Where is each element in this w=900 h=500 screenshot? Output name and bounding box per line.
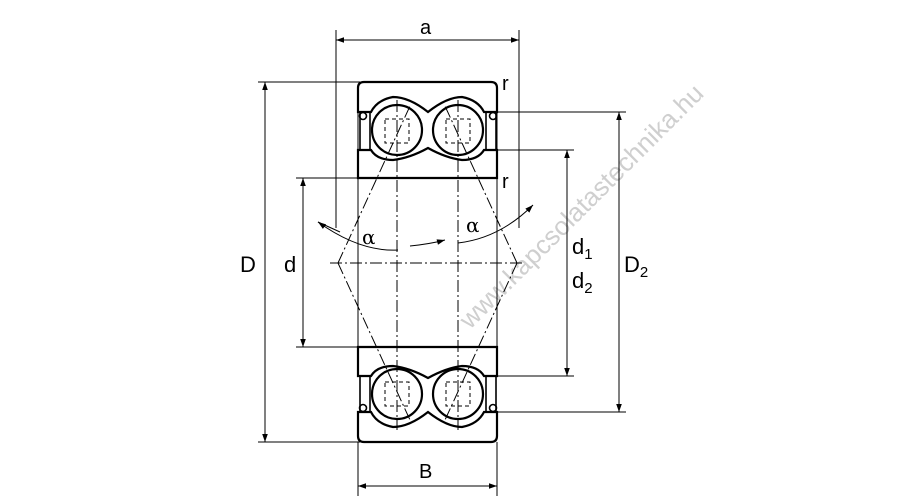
outer-ring-top [356,80,499,114]
angle-alpha: α α [317,204,534,251]
dimension-B: B [357,442,498,496]
label-D: D [240,252,256,277]
inner-ring-top [356,146,499,180]
label-r-mid: r [502,171,509,193]
seal-left-bottom [359,375,371,413]
label-d2: d2 [572,268,593,297]
label-d: d [284,252,296,277]
label-D2: D2 [624,252,648,281]
inner-ring-bottom [356,345,499,380]
label-B: B [419,461,432,483]
label-alpha-right: α [466,213,480,237]
label-a: a [420,17,432,39]
label-r-top: r [502,73,509,95]
dimension-d1-d2: d1 d2 [484,149,593,377]
dimension-D2: D2 [497,111,648,413]
seal-left-top [359,111,371,151]
dimension-D: D [240,81,360,443]
upper-bearing-section [356,80,499,180]
seal-right-bottom [485,375,497,413]
dimension-d: d [284,177,360,348]
dimension-a: a [335,17,520,228]
label-alpha-left: α [362,225,376,249]
seal-right-top [485,111,497,151]
label-d1: d1 [572,234,593,263]
lower-bearing-section [356,345,499,444]
contact-lines [337,100,518,430]
outer-ring-bottom [356,410,499,444]
